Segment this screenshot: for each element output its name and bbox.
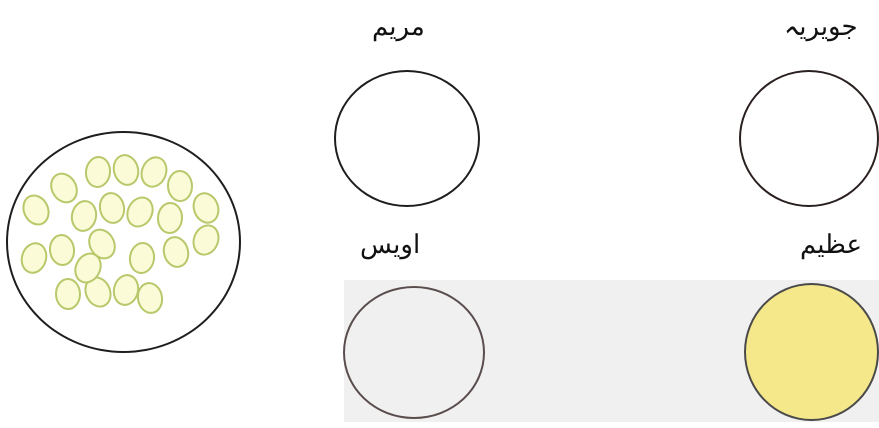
item-11 [190, 190, 223, 226]
item-10 [157, 202, 183, 233]
item-8 [97, 191, 126, 225]
item-4 [137, 154, 170, 191]
item-2 [84, 156, 111, 189]
azeem-label: عظیم [800, 232, 862, 258]
juwairiya-label: جویریہ [784, 14, 858, 40]
item-7 [69, 199, 99, 233]
item-17 [189, 222, 222, 259]
item-1 [46, 169, 82, 207]
awais-label: اویس [360, 232, 420, 258]
awais-plate[interactable] [343, 286, 485, 419]
item-12 [18, 240, 50, 276]
item-5 [167, 171, 192, 202]
juwairiya-plate[interactable] [739, 70, 879, 207]
item-6 [19, 191, 53, 228]
item-20 [111, 273, 141, 308]
item-16 [161, 234, 192, 269]
maryam-plate[interactable] [334, 70, 480, 207]
item-21 [136, 281, 165, 315]
item-13 [48, 234, 75, 266]
item-9 [123, 193, 158, 230]
item-15 [128, 241, 156, 274]
item-3 [110, 152, 141, 187]
maryam-label: مریم [372, 14, 425, 40]
item-18 [56, 279, 81, 309]
azeem-plate[interactable] [744, 283, 879, 421]
